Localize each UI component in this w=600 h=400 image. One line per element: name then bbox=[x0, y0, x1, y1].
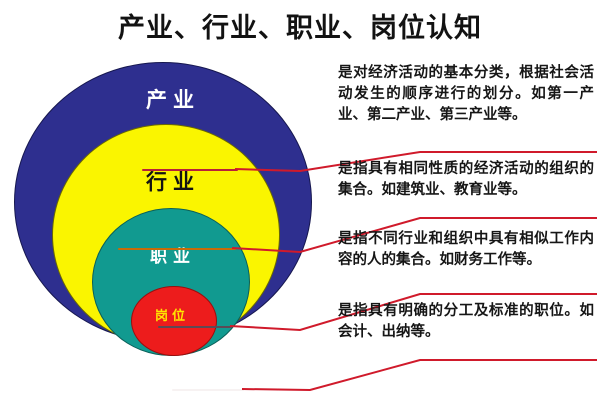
label-underline-sector bbox=[118, 248, 236, 250]
label-underline-industry bbox=[142, 169, 238, 171]
description-post: 是指具有明确的分工及标准的职位。如会计、出纳等。 bbox=[338, 302, 594, 340]
nested-ellipse-diagram: 产业 行业 职业 岗位 bbox=[0, 48, 340, 391]
label-underline-occupation bbox=[158, 326, 232, 328]
label-underline-post bbox=[172, 389, 244, 391]
description-industry: 是对经济活动的基本分类，根据社会活动发生的顺序进行的划分。如第一产业、第二产业、… bbox=[338, 64, 594, 123]
description-sector: 是指具有相同性质的经济活动的组织的集合。如建筑业、教育业等。 bbox=[338, 160, 594, 198]
ellipse-post bbox=[131, 286, 217, 356]
description-occupation: 是指不同行业和组织中具有相似工作内容的人的集合。如财务工作等。 bbox=[338, 230, 594, 268]
page-title: 产业、行业、职业、岗位认知 bbox=[118, 13, 482, 44]
